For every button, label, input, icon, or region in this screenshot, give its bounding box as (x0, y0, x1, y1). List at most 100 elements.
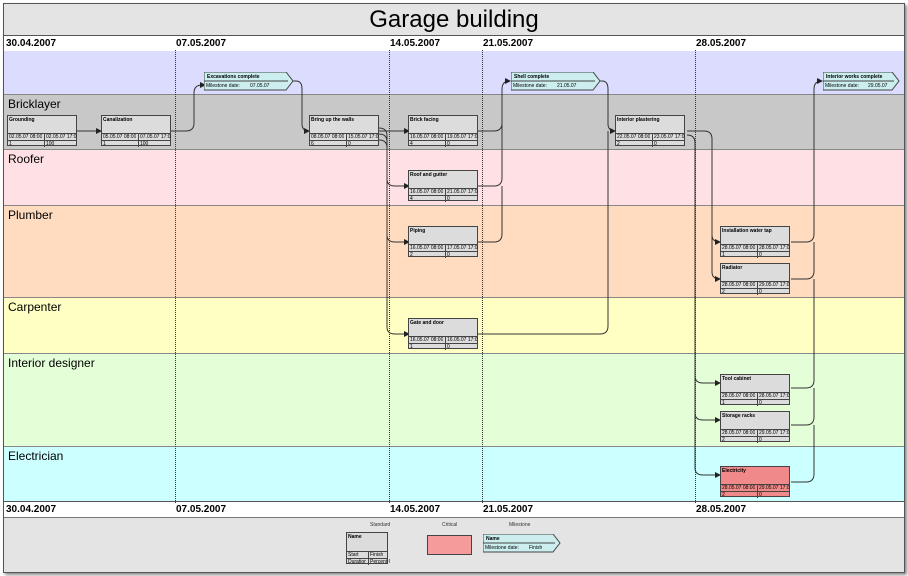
task-start: 28.05.07 08:00 (722, 485, 755, 491)
task-percent: 0 (445, 196, 480, 202)
task-percent: 0 (445, 252, 480, 258)
link-piping-shell (478, 186, 503, 243)
task-duration: 1 (722, 400, 725, 406)
week-gridline (175, 50, 176, 503)
task-start: 28.05.07 08:00 (722, 393, 755, 399)
week-gridline (482, 50, 483, 503)
task-finish: 19.05.07 17:0 (445, 134, 480, 140)
milestone-interior-works-complete[interactable]: Interior works complete Milestone date: … (823, 72, 900, 91)
task-name: Radiator (722, 265, 743, 271)
task-duration: 6 (311, 141, 314, 147)
task-start: 08.05.07 08:00 (311, 134, 344, 140)
link-plastering-electricity (694, 413, 721, 478)
link-canalization-excavations (171, 82, 206, 132)
link-radiator-interiorworks (791, 242, 815, 280)
link-plastering-radiator (711, 235, 721, 282)
task-name: Electricity (722, 468, 746, 474)
task-duration: 1 (722, 252, 725, 258)
milestone-shell-complete[interactable]: Shell complete Milestone date: 21.05.07 (511, 72, 601, 91)
task-finish: 21.05.07 17:0 (445, 189, 480, 195)
task-name: Brick facing (410, 117, 439, 123)
task-name: Gate and door (410, 320, 444, 326)
task-start: 16.05.07 08:00 (410, 337, 443, 343)
task-finish: 07.05.07 17:0 (138, 134, 173, 140)
task-start: 28.05.07 08:00 (722, 282, 755, 288)
week-gridline (389, 50, 390, 503)
link-plastering-toolcabinet (686, 134, 721, 386)
date-label: 28.05.2007 (696, 38, 747, 49)
task-duration: 2 (722, 437, 725, 443)
legend-ms-name: Name (486, 536, 500, 542)
date-label: 21.05.2007 (483, 504, 534, 515)
lane-label: Carpenter (8, 300, 62, 314)
date-header-bottom: 30.04.2007 07.05.2007 14.05.2007 21.05.2… (4, 501, 904, 518)
task-name: Canalization (103, 117, 133, 123)
task-duration: 2 (617, 141, 620, 147)
milestone-name: Excavations complete (207, 74, 260, 80)
milestone-excavations-complete[interactable]: Excavations complete Milestone date: 07.… (204, 72, 294, 91)
link-excavations-walls (292, 80, 310, 134)
lane-label: Electrician (8, 449, 64, 463)
date-label: 07.05.2007 (176, 38, 227, 49)
link-roof-shell (478, 89, 503, 187)
milestone-date: 21.05.07 (557, 83, 577, 89)
task-finish: 29.05.07 17:0 (757, 282, 792, 288)
task-percent: 0 (445, 141, 480, 147)
legend-percent: Percent Comp (368, 559, 390, 565)
task-finish: 17.05.07 17:0 (445, 245, 480, 251)
task-start: 02.05.07 08:00 (9, 134, 42, 140)
legend-critical-box (427, 535, 472, 555)
task-duration: 2 (722, 289, 725, 295)
milestone-name: Shell complete (514, 74, 550, 80)
task-percent: 0 (757, 289, 792, 295)
task-finish: 23.05.07 17:0 (652, 134, 687, 140)
task-percent: 0 (652, 141, 687, 147)
legend-finish: Finish (368, 552, 390, 558)
task-start: 16.05.07 08:00 (410, 189, 443, 195)
link-walls-piping (378, 133, 410, 245)
task-percent: 0 (757, 492, 792, 498)
task-duration: 1 (103, 141, 106, 147)
legend-ms-finish: Finish (529, 545, 543, 551)
task-finish: 16.05.07 17:0 (445, 337, 480, 343)
link-storage-interiorworks (791, 388, 815, 426)
link-brickfacing-shell (478, 78, 511, 132)
lane-milestones (4, 51, 904, 95)
milestone-date-label: Milestone date: (206, 83, 240, 89)
link-gate-plastering (478, 131, 609, 335)
task-name: Grounding (9, 117, 35, 123)
milestone-date: 07.05.07 (250, 83, 270, 89)
task-percent: 0 (757, 252, 792, 258)
link-walls-roof (378, 127, 410, 189)
task-start: 05.05.07 08:00 (103, 134, 136, 140)
task-name: Installation water tap (722, 228, 772, 234)
task-finish: 28.05.07 17:0 (757, 245, 792, 251)
legend-name: Name (348, 534, 362, 540)
task-name: Storage racks (722, 413, 756, 419)
task-duration: 2 (410, 252, 413, 258)
task-start: 28.05.07 08:00 (722, 245, 755, 251)
task-duration: 4 (410, 196, 413, 202)
date-label: 30.04.2007 (6, 504, 57, 515)
date-label: 14.05.2007 (390, 38, 441, 49)
date-label: 21.05.2007 (483, 38, 534, 49)
task-percent: 0 (445, 344, 480, 350)
milestone-date: 29.05.07 (868, 83, 888, 89)
task-percent: 0 (346, 141, 381, 147)
lane-label: Bricklayer (8, 97, 61, 111)
link-watertap-interiorworks (791, 78, 823, 243)
